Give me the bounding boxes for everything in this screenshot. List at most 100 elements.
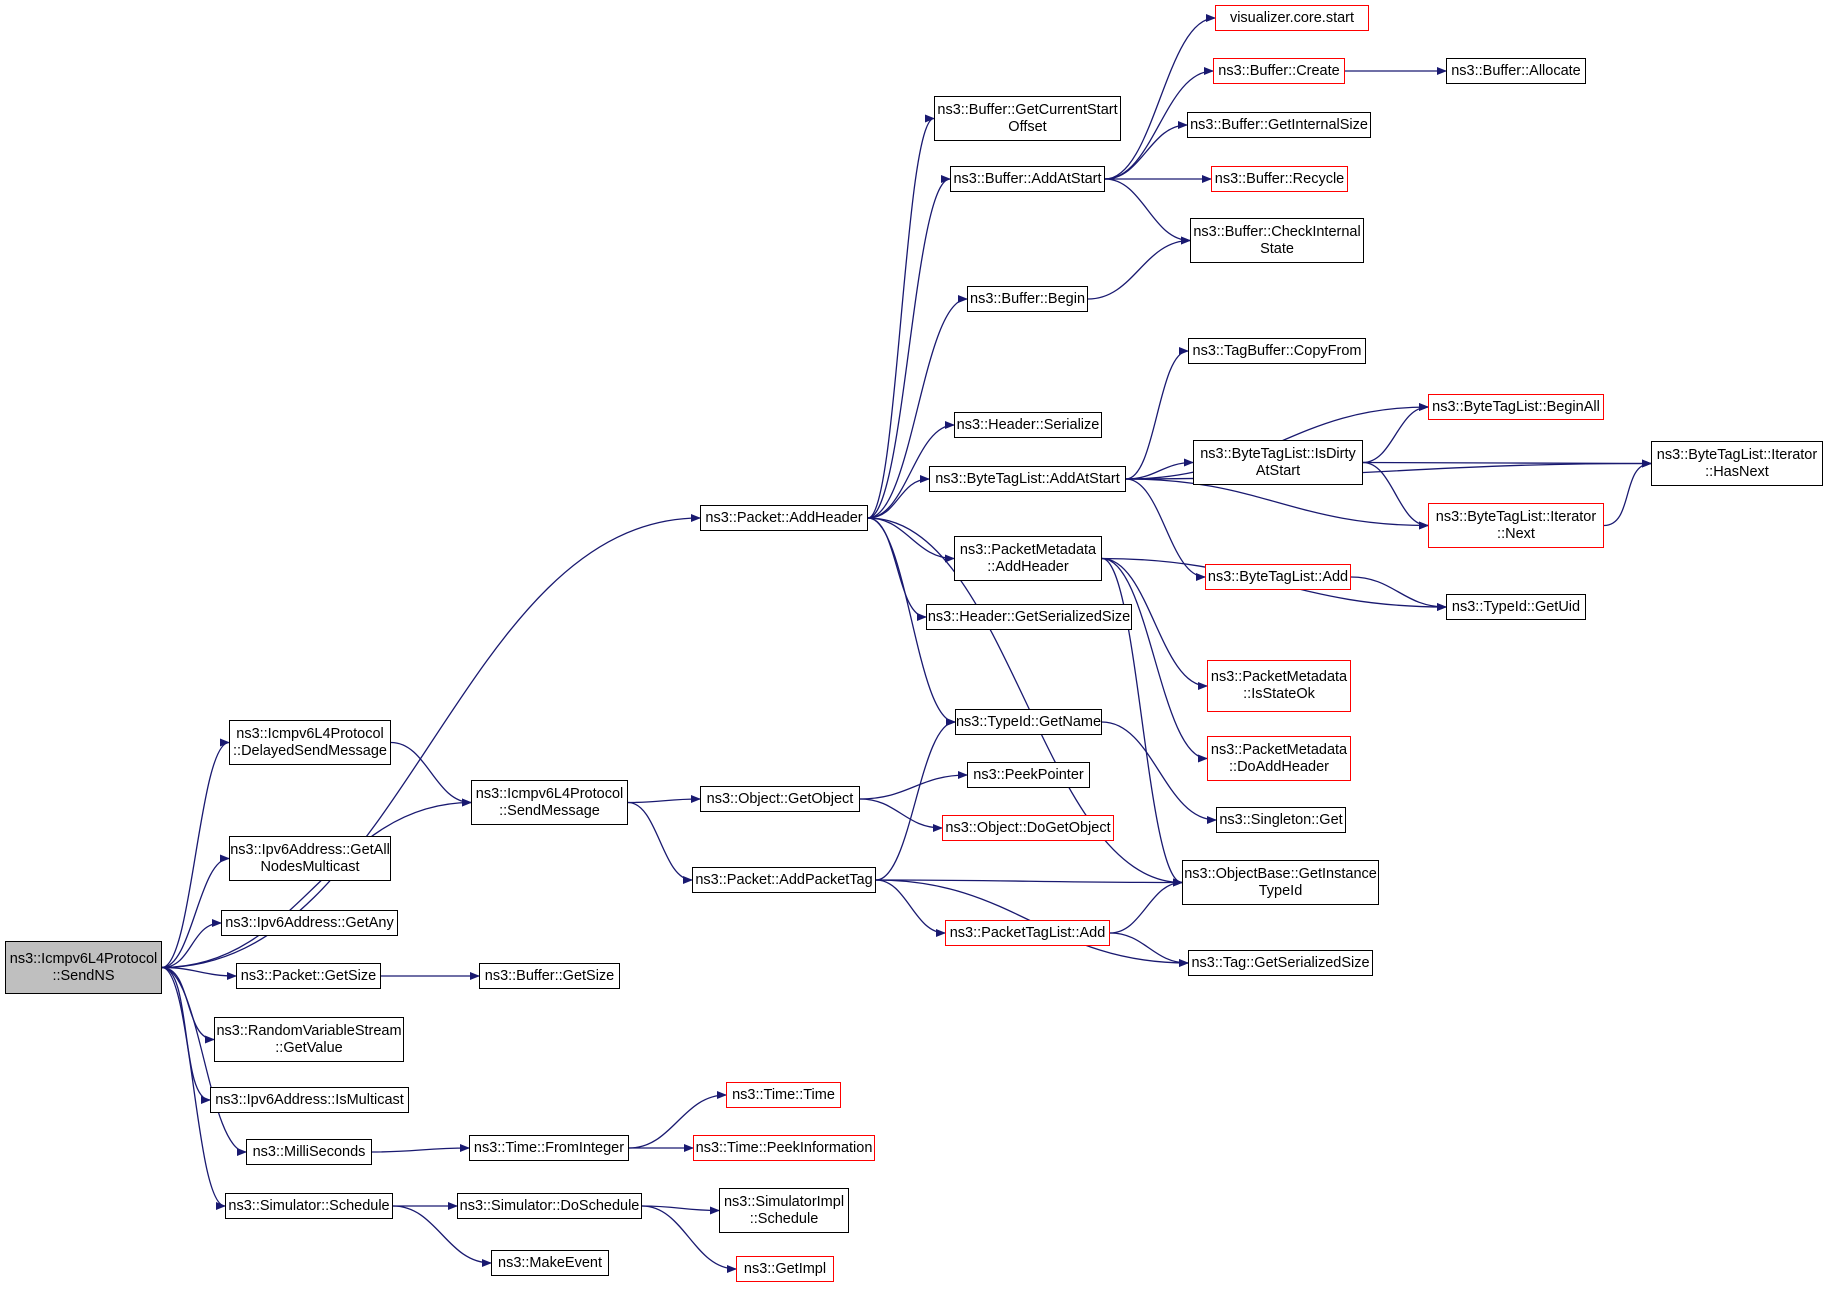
node-pmaddheader[interactable]: ns3::PacketMetadata ::AddHeader xyxy=(954,536,1102,581)
edge-tidgetname-to-singletonget xyxy=(1101,721,1217,824)
edge-btladdatstart-to-btlisdirty xyxy=(1125,458,1194,480)
edge-addheader-to-getcurrentstart xyxy=(867,114,935,519)
node-hdrserialize[interactable]: ns3::Header::Serialize xyxy=(954,412,1102,438)
node-bufcreate[interactable]: ns3::Buffer::Create xyxy=(1213,58,1345,84)
node-obgetinstance[interactable]: ns3::ObjectBase::GetInstance TypeId xyxy=(1182,860,1379,905)
node-btlithasnext[interactable]: ns3::ByteTagList::Iterator ::HasNext xyxy=(1651,441,1823,486)
node-addheader[interactable]: ns3::Packet::AddHeader xyxy=(700,505,868,531)
node-getobject[interactable]: ns3::Object::GetObject xyxy=(700,786,860,812)
node-bufgetinternal[interactable]: ns3::Buffer::GetInternalSize xyxy=(1187,112,1371,138)
node-tidgetuid[interactable]: ns3::TypeId::GetUid xyxy=(1446,594,1586,620)
node-millis[interactable]: ns3::MilliSeconds xyxy=(246,1139,372,1165)
node-pktgetsize[interactable]: ns3::Packet::GetSize xyxy=(236,963,381,989)
node-btlitnext[interactable]: ns3::ByteTagList::Iterator ::Next xyxy=(1428,503,1604,548)
edge-addpackettag-to-tidgetname xyxy=(875,718,956,881)
edge-bufbegin-to-bufcheckinternal xyxy=(1087,236,1191,300)
edge-btlitnext-to-btlithasnext xyxy=(1603,459,1652,527)
node-sendmsg[interactable]: ns3::Icmpv6L4Protocol ::SendMessage xyxy=(471,780,628,825)
node-tidgetname[interactable]: ns3::TypeId::GetName xyxy=(955,709,1102,735)
node-bufallocate[interactable]: ns3::Buffer::Allocate xyxy=(1446,58,1586,84)
node-getallnodes[interactable]: ns3::Ipv6Address::GetAll NodesMulticast xyxy=(229,836,391,881)
edge-btlisdirty-to-btlbeginall xyxy=(1362,403,1429,464)
edge-btladdatstart-to-tbcopyfrom xyxy=(1125,347,1189,480)
edge-sendns-to-getany xyxy=(161,919,222,969)
node-btladd[interactable]: ns3::ByteTagList::Add xyxy=(1205,564,1351,590)
edge-ptladd-to-obgetinstance xyxy=(1109,878,1183,934)
node-sendns: ns3::Icmpv6L4Protocol ::SendNS xyxy=(5,941,162,994)
edge-delayed-to-sendmsg xyxy=(390,741,472,807)
edge-sendns-to-getallnodes xyxy=(161,854,230,969)
node-simschedule[interactable]: ns3::Simulator::Schedule xyxy=(225,1193,393,1219)
edge-addheader-to-hdrserialize xyxy=(867,421,955,519)
edge-doschedule-to-implschedule xyxy=(641,1205,720,1215)
node-btlbeginall[interactable]: ns3::ByteTagList::BeginAll xyxy=(1428,394,1604,420)
node-bufgetsize[interactable]: ns3::Buffer::GetSize xyxy=(479,963,620,989)
node-hdrgetsersize[interactable]: ns3::Header::GetSerializedSize xyxy=(926,604,1132,630)
edge-addheader-to-btladdatstart xyxy=(867,475,930,519)
node-pmdoaddheader[interactable]: ns3::PacketMetadata ::DoAddHeader xyxy=(1207,736,1351,781)
edge-addpackettag-to-obgetinstance xyxy=(875,878,1183,887)
node-ismulticast[interactable]: ns3::Ipv6Address::IsMulticast xyxy=(210,1087,409,1113)
node-doschedule[interactable]: ns3::Simulator::DoSchedule xyxy=(457,1193,642,1219)
edge-addheader-to-bufaddatstart xyxy=(867,175,951,519)
node-vizstart[interactable]: visualizer.core.start xyxy=(1215,5,1369,31)
node-bufcheckinternal[interactable]: ns3::Buffer::CheckInternal State xyxy=(1190,218,1364,263)
node-taggetsersize[interactable]: ns3::Tag::GetSerializedSize xyxy=(1188,950,1373,976)
node-timetime[interactable]: ns3::Time::Time xyxy=(726,1082,841,1108)
node-peekinfo[interactable]: ns3::Time::PeekInformation xyxy=(693,1135,875,1161)
edge-addpackettag-to-ptladd xyxy=(875,879,946,937)
edge-bufaddatstart-to-vizstart xyxy=(1104,14,1216,180)
node-dogetobject[interactable]: ns3::Object::DoGetObject xyxy=(942,815,1114,841)
edge-bufaddatstart-to-bufcheckinternal xyxy=(1104,178,1191,245)
edge-addheader-to-obgetinstance xyxy=(867,517,1183,887)
node-ptladd[interactable]: ns3::PacketTagList::Add xyxy=(945,920,1110,946)
edge-addheader-to-bufbegin xyxy=(867,295,968,519)
edge-pmaddheader-to-pmdoaddheader xyxy=(1101,557,1208,763)
edge-sendmsg-to-addpackettag xyxy=(627,801,693,884)
node-bufrecycle[interactable]: ns3::Buffer::Recycle xyxy=(1211,166,1348,192)
node-btladdatstart[interactable]: ns3::ByteTagList::AddAtStart xyxy=(929,466,1126,492)
edge-sendns-to-delayed xyxy=(161,738,230,969)
edge-frominteger-to-timetime xyxy=(628,1091,727,1149)
node-getimpl[interactable]: ns3::GetImpl xyxy=(736,1256,834,1282)
node-bufaddatstart[interactable]: ns3::Buffer::AddAtStart xyxy=(950,166,1105,192)
edge-addheader-to-pmaddheader xyxy=(867,517,955,563)
edge-sendns-to-sendmsg xyxy=(161,798,472,969)
edge-btlisdirty-to-btlithasnext xyxy=(1362,459,1652,468)
node-singletonget[interactable]: ns3::Singleton::Get xyxy=(1216,807,1346,833)
node-getany[interactable]: ns3::Ipv6Address::GetAny xyxy=(221,910,398,936)
edge-sendmsg-to-getobject xyxy=(627,795,701,804)
edge-simschedule-to-makeevent xyxy=(392,1205,492,1267)
edge-sendns-to-millis xyxy=(161,966,247,1156)
edge-addheader-to-tidgetname xyxy=(867,517,956,726)
edge-btladdatstart-to-btlitnext xyxy=(1125,478,1429,530)
edge-getobject-to-dogetobject xyxy=(859,798,943,832)
edge-sendns-to-simschedule xyxy=(161,966,226,1210)
node-rvsgetvalue[interactable]: ns3::RandomVariableStream ::GetValue xyxy=(214,1017,404,1062)
node-getcurrentstart[interactable]: ns3::Buffer::GetCurrentStart Offset xyxy=(934,96,1121,141)
edge-bufaddatstart-to-bufgetinternal xyxy=(1104,121,1188,180)
node-tbcopyfrom[interactable]: ns3::TagBuffer::CopyFrom xyxy=(1188,338,1366,364)
edge-millis-to-frominteger xyxy=(371,1144,470,1153)
edge-pmaddheader-to-pmisstateok xyxy=(1101,557,1208,690)
edge-btladd-to-tidgetuid xyxy=(1350,576,1447,611)
node-delayed[interactable]: ns3::Icmpv6L4Protocol ::DelayedSendMessa… xyxy=(229,720,391,765)
edge-ptladd-to-taggetsersize xyxy=(1109,932,1189,967)
edge-btlisdirty-to-btlitnext xyxy=(1362,461,1429,530)
node-makeevent[interactable]: ns3::MakeEvent xyxy=(491,1250,609,1276)
node-bufbegin[interactable]: ns3::Buffer::Begin xyxy=(967,286,1088,312)
node-frominteger[interactable]: ns3::Time::FromInteger xyxy=(469,1135,629,1161)
node-implschedule[interactable]: ns3::SimulatorImpl ::Schedule xyxy=(719,1188,849,1233)
edge-doschedule-to-getimpl xyxy=(641,1205,737,1273)
node-peekpointer[interactable]: ns3::PeekPointer xyxy=(967,762,1090,788)
edge-sendns-to-pktgetsize xyxy=(161,966,237,980)
edge-addheader-to-hdrgetsersize xyxy=(867,517,927,621)
node-addpackettag[interactable]: ns3::Packet::AddPacketTag xyxy=(692,867,876,893)
edge-btladdatstart-to-btladd xyxy=(1125,478,1206,581)
node-btlisdirty[interactable]: ns3::ByteTagList::IsDirty AtStart xyxy=(1193,440,1363,485)
edge-getobject-to-peekpointer xyxy=(859,771,968,800)
edge-sendns-to-addheader xyxy=(161,514,701,969)
node-pmisstateok[interactable]: ns3::PacketMetadata ::IsStateOk xyxy=(1207,660,1351,712)
